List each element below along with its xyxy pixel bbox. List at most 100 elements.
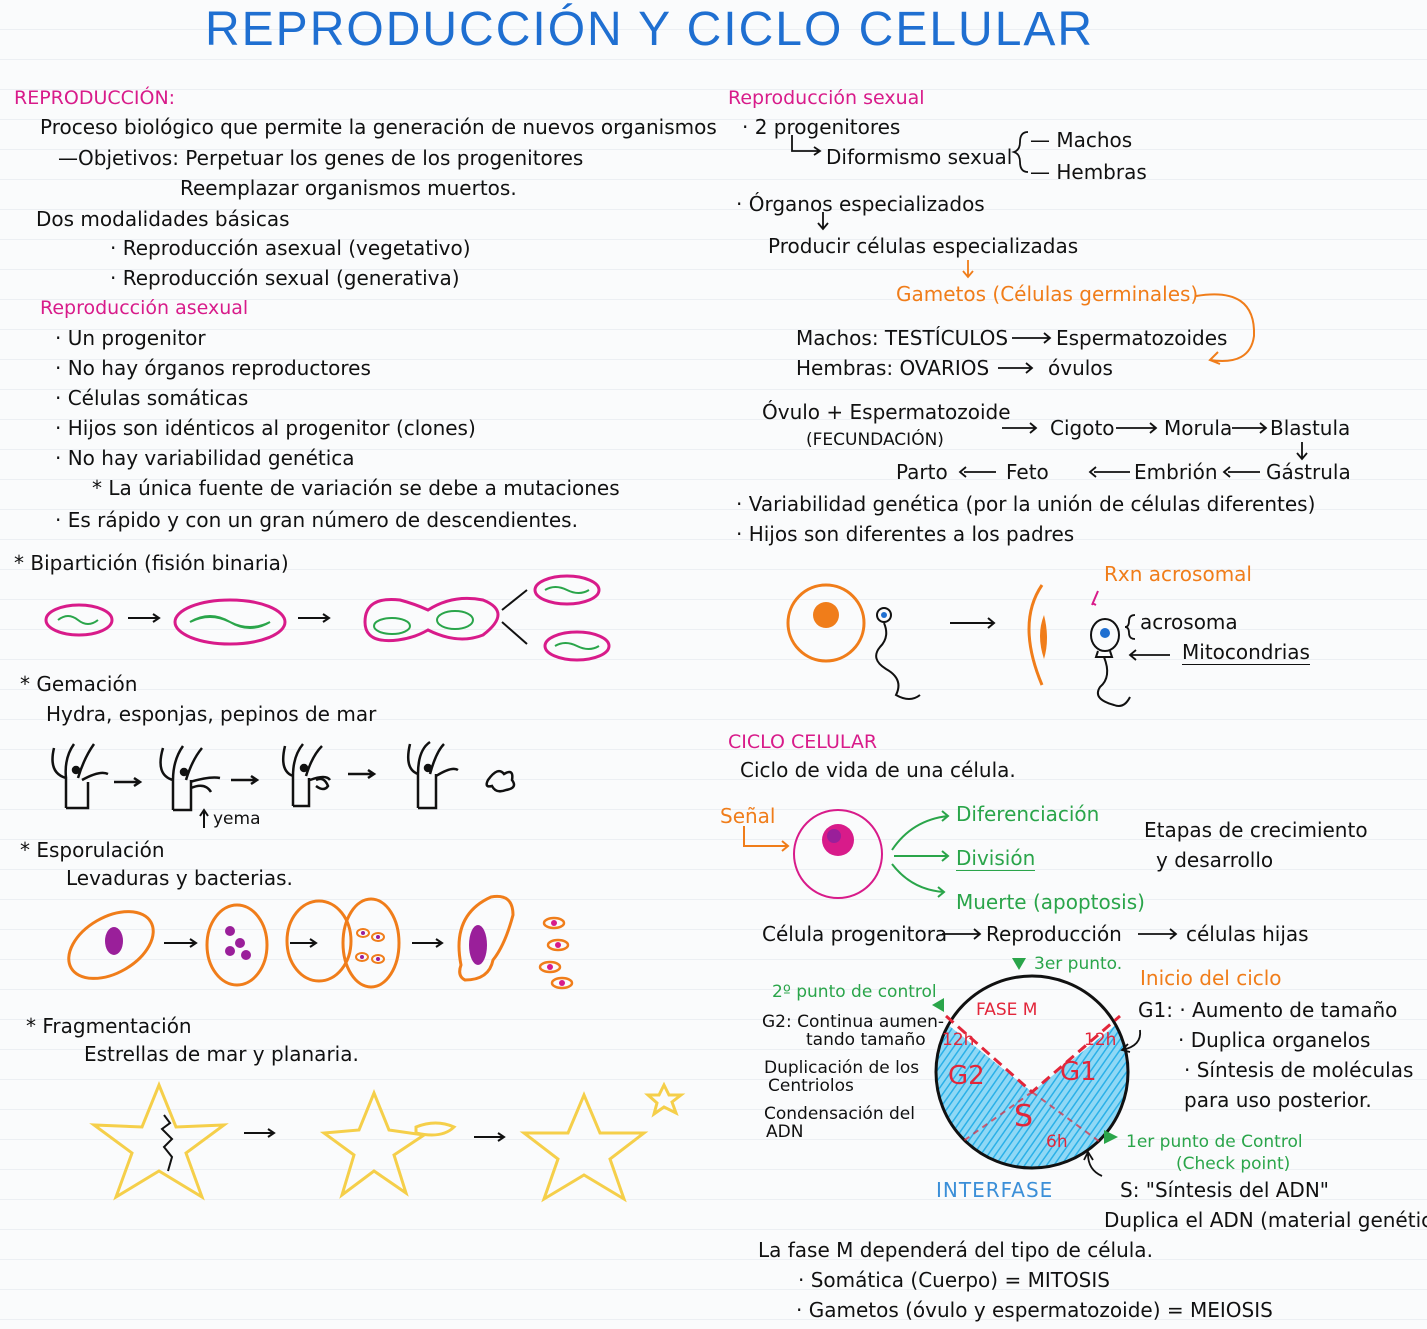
espermatozoides-label: Espermatozoides: [1056, 326, 1228, 350]
sexual-heading: Reproducción sexual: [728, 87, 925, 109]
cigoto-label: Cigoto: [1050, 416, 1115, 440]
g2-line2: tando tamaño: [806, 1030, 926, 1050]
green-marker: [1104, 1130, 1118, 1144]
mitocondrias-label: Mitocondrias: [1182, 640, 1310, 665]
division-label: División: [956, 846, 1036, 871]
objetivos-line: —Objetivos: Perpetuar los genes de los p…: [58, 146, 584, 170]
gametos-label: Gametos (Células germinales): [896, 282, 1199, 306]
asexual-item: · No hay variabilidad genética: [55, 446, 355, 470]
down-arrow: [1296, 442, 1308, 461]
asexual-item: * La única fuente de variación se debe a…: [92, 476, 620, 500]
celula-progenitora: Célula progenitora: [762, 922, 948, 946]
s-phase-label: S: [1014, 1099, 1034, 1134]
arrow-to-s: [1083, 1150, 1103, 1177]
dimorfismo-line: Diformismo sexual: [826, 145, 1013, 169]
gemacion-heading: * Gemación: [20, 672, 138, 696]
duplicacion-line2: Centriolos: [768, 1076, 854, 1096]
asexual-item: · Células somáticas: [55, 386, 249, 410]
left-arrow: [958, 466, 996, 478]
parto-label: Parto: [896, 460, 948, 484]
producir-line: Producir células especializadas: [768, 234, 1079, 258]
page-title: REPRODUCCIÓN Y CICLO CELULAR: [205, 3, 1095, 56]
somatica-line: · Somática (Cuerpo) = MITOSIS: [798, 1268, 1110, 1292]
starfish-1: [89, 1081, 229, 1201]
modalidades-line: Dos modalidades básicas: [36, 207, 290, 231]
bacteria-2: [173, 598, 287, 646]
fragmentacion-diagram: [89, 1081, 686, 1203]
condensacion-line1: Condensación del: [764, 1104, 915, 1124]
yema-label: yema: [213, 809, 261, 829]
embrion-label: Embrión: [1134, 460, 1218, 484]
asexual-item: · Un progenitor: [55, 326, 206, 350]
g1-phase-label: G1: [1060, 1057, 1097, 1087]
organos-line: · Órganos especializados: [736, 192, 985, 216]
esporulacion-diagram: [67, 894, 574, 990]
machos-testiculos: Machos: TESTÍCULOS: [796, 326, 1009, 350]
green-marker: [1012, 958, 1026, 970]
fertilization-diagram: [786, 583, 1170, 707]
curve-arrow: [791, 135, 822, 156]
arrow: [1002, 422, 1038, 434]
hembras-label: — Hembras: [1030, 160, 1147, 184]
diferenciacion-label: Diferenciación: [956, 802, 1100, 826]
feto-label: Feto: [1006, 460, 1049, 484]
acrosoma-label: acrosoma: [1140, 610, 1238, 634]
morula-label: Morula: [1164, 416, 1233, 440]
starfish-2: [319, 1089, 429, 1199]
g1-item: · Síntesis de moléculas: [1184, 1058, 1414, 1082]
ovulos-label: óvulos: [1048, 356, 1113, 380]
orange-down-arrow: [962, 260, 974, 279]
gemacion-examples: Hydra, esponjas, pepinos de mar: [46, 702, 377, 726]
check-point-label: (Check point): [1176, 1154, 1291, 1174]
segundo-punto-label: 2º punto de control: [772, 982, 937, 1002]
objetivo-2: Reemplazar organismos muertos.: [180, 176, 517, 200]
esporulacion-examples: Levaduras y bacterias.: [66, 866, 293, 890]
gastrula-label: Gástrula: [1266, 460, 1351, 484]
modalidad-sexual: · Reproducción sexual (generativa): [110, 266, 460, 290]
daughter-bacteria-2: [543, 630, 611, 662]
fase-m-depende: La fase M dependerá del tipo de célula.: [758, 1238, 1153, 1262]
arrow: [1116, 422, 1158, 434]
fecundacion-line2: (FECUNDACIÓN): [806, 430, 944, 450]
hembras-ovarios: Hembras: OVARIOS: [796, 356, 990, 380]
biparticion-heading: * Bipartición (fisión binaria): [14, 551, 289, 575]
label-6h: 6h: [1046, 1132, 1068, 1152]
daughter-bacteria-1: [533, 574, 601, 606]
arrow-to-g1: [1120, 1029, 1142, 1053]
asexual-item: · Hijos son idénticos al progenitor (clo…: [55, 416, 476, 440]
cell-cycle-diagram: [934, 974, 1130, 1170]
cell-diagram: [793, 809, 883, 899]
inicio-ciclo-label: Inicio del ciclo: [1140, 966, 1282, 990]
ciclo-definition: Ciclo de vida de una célula.: [740, 758, 1016, 782]
ovum: [786, 583, 866, 663]
asexual-heading: Reproducción asexual: [40, 297, 249, 319]
left-arrow: [1088, 466, 1130, 478]
fecundacion-line1: Óvulo + Espermatozoide: [762, 400, 1011, 424]
arrow: [942, 928, 982, 940]
green-branch-arrows: [891, 810, 950, 898]
hijos-line: · Hijos son diferentes a los padres: [736, 522, 1075, 546]
starfish-3: [519, 1091, 649, 1203]
green-marker: [932, 998, 944, 1012]
yeast-cell-1: [67, 910, 155, 980]
muerte-label: Muerte (apoptosis): [956, 890, 1145, 914]
tercer-punto-label: 3er punto.: [1034, 954, 1123, 974]
primer-punto-label: 1er punto de Control: [1126, 1132, 1303, 1152]
duplica-adn-line: Duplica el ADN (material genético): [1104, 1208, 1427, 1232]
bacteria-1: [44, 603, 114, 637]
modalidad-asexual: · Reproducción asexual (vegetativo): [110, 236, 471, 260]
condensacion-line2: ADN: [766, 1122, 804, 1142]
arrow: [1138, 928, 1178, 940]
g1-item: para uso posterior.: [1184, 1088, 1372, 1112]
fragmentacion-examples: Estrellas de mar y planaria.: [84, 1042, 359, 1066]
progenitores-line: · 2 progenitores: [742, 115, 901, 139]
variabilidad-line: · Variabilidad genética (por la unión de…: [736, 492, 1316, 516]
blastula-label: Blastula: [1270, 416, 1351, 440]
g2-phase-label: G2: [948, 1061, 985, 1091]
asexual-item: · Es rápido y con un gran número de desc…: [55, 508, 578, 532]
etapas-line1: Etapas de crecimiento: [1144, 818, 1368, 842]
ciclo-celular-heading: CICLO CELULAR: [728, 731, 878, 753]
g1-item: · Duplica organelos: [1178, 1028, 1371, 1052]
orange-curve-arrow: [1195, 293, 1256, 365]
fase-m-label: FASE M: [976, 1000, 1038, 1020]
